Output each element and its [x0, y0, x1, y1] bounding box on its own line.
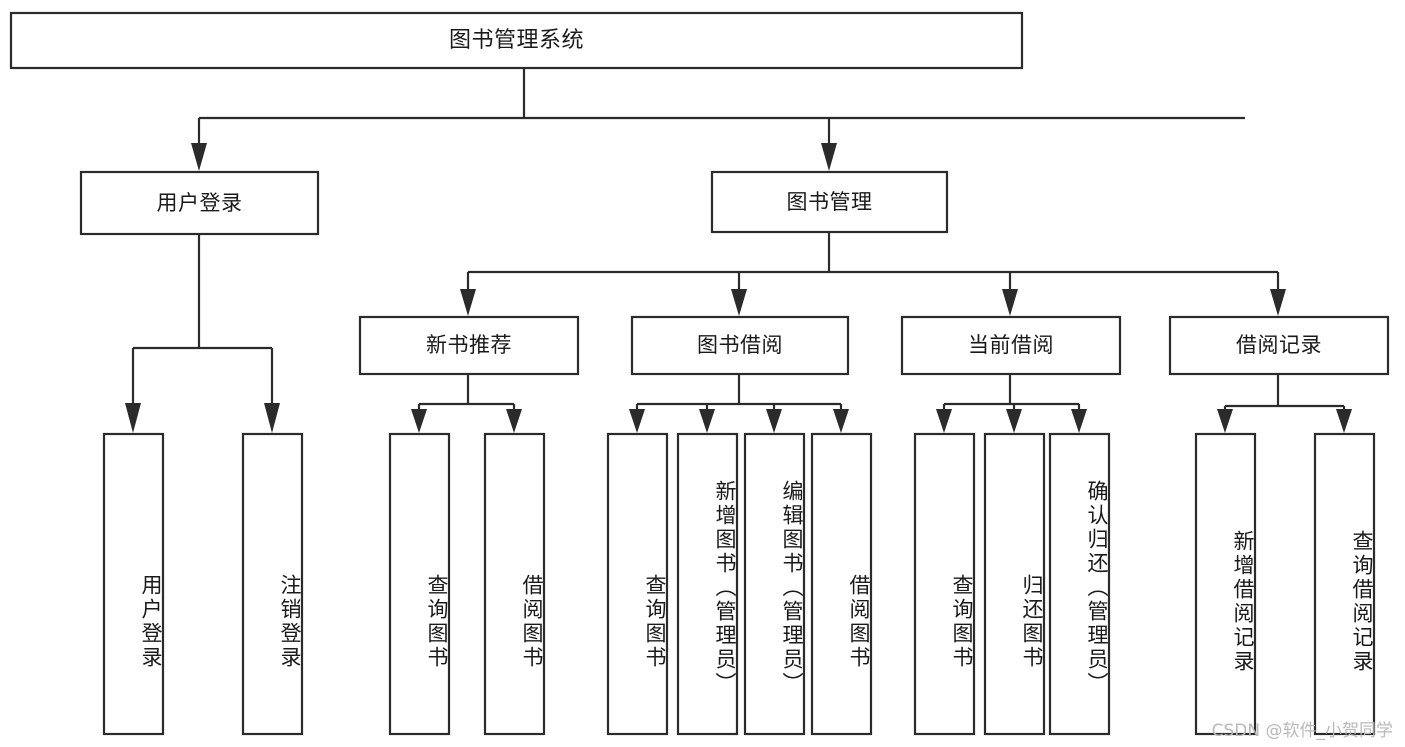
node-box-leaf-borrow-book-b[interactable] [810, 432, 873, 736]
node-box-root[interactable] [9, 11, 1024, 70]
node-box-leaf-query-book-b[interactable] [606, 432, 669, 736]
edge-new-book-rec-to-leaves [411, 374, 522, 433]
node-box-leaf-edit-book[interactable] [743, 432, 806, 736]
edge-root-to-level2 [191, 68, 1245, 171]
node-box-leaf-query-book-a[interactable] [388, 432, 451, 736]
node-box-book-manage[interactable] [710, 170, 949, 234]
node-box-leaf-borrow-book-a[interactable] [483, 432, 546, 736]
node-box-leaf-query-record[interactable] [1313, 432, 1376, 736]
node-box-user-login[interactable] [79, 170, 320, 236]
node-box-leaf-query-book-c[interactable] [913, 432, 976, 736]
node-box-leaf-add-record[interactable] [1194, 432, 1257, 736]
node-box-leaf-logout[interactable] [241, 432, 304, 736]
node-box-leaf-return-book[interactable] [983, 432, 1046, 736]
edge-current-borrow-to-leaves [936, 374, 1087, 433]
node-box-book-borrow[interactable] [630, 315, 850, 376]
edge-book-manage-to-level3 [460, 232, 1286, 316]
node-box-leaf-add-book[interactable] [676, 432, 739, 736]
node-box-current-borrow[interactable] [900, 315, 1122, 376]
node-box-leaf-user-login[interactable] [102, 432, 165, 736]
node-box-leaf-confirm-return[interactable] [1048, 432, 1111, 736]
edge-book-borrow-to-leaves [629, 374, 849, 433]
node-box-borrow-record[interactable] [1168, 315, 1390, 376]
edge-user-login-to-leaves [125, 234, 280, 433]
edge-borrow-record-to-leaves [1217, 374, 1352, 433]
node-box-new-book-rec[interactable] [358, 315, 580, 376]
